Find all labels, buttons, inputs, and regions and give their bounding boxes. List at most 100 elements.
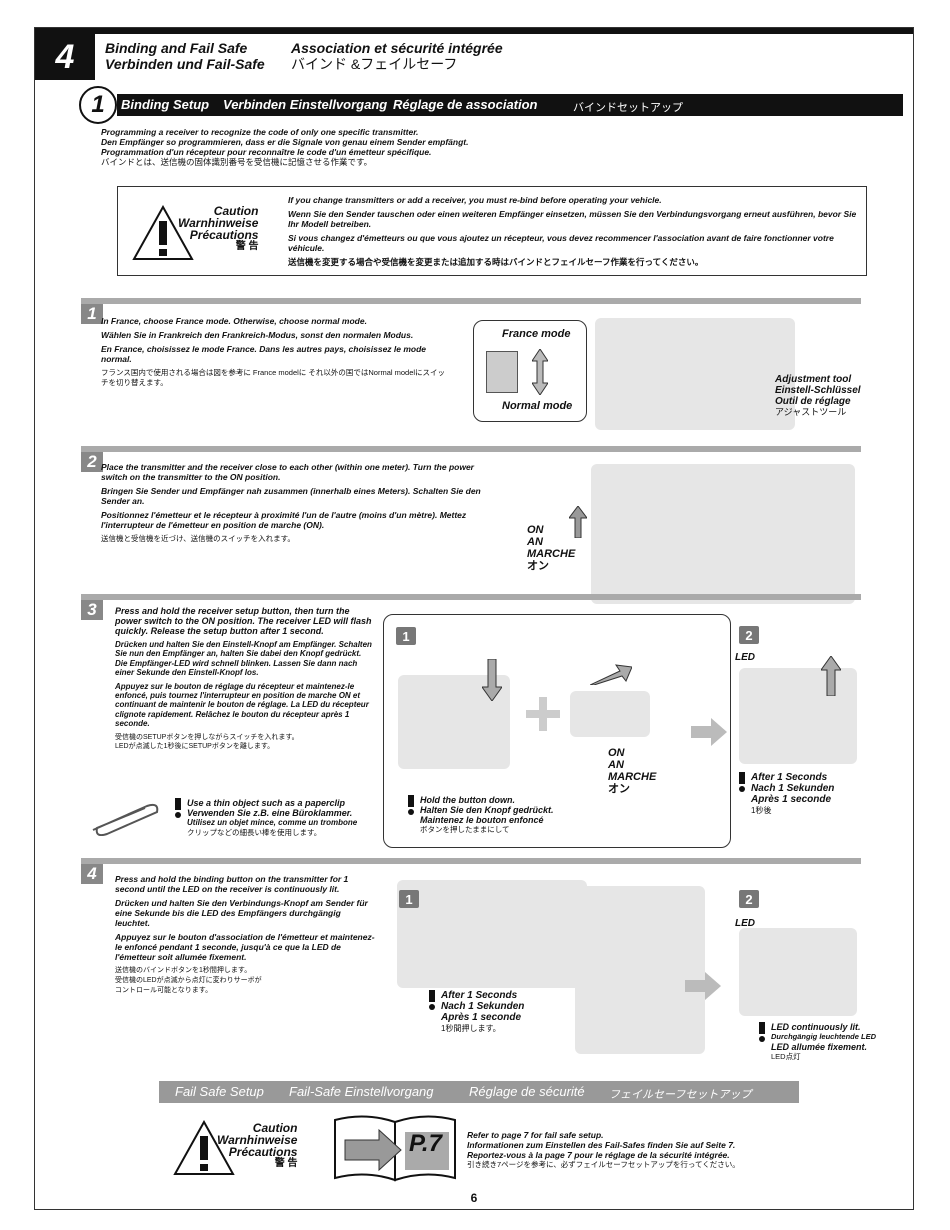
intro-en: Programming a receiver to recognize the … (101, 127, 419, 137)
fail-text-ja: 引き続き7ページを参考に、必ずフェイルセーフセットアップを行ってください。 (467, 1160, 740, 1169)
hold-note: Hold the button down. Halten Sie den Kno… (420, 795, 554, 835)
lit-ja: LED点灯 (771, 1052, 801, 1061)
fail-title-de: Fail-Safe Einstellvorgang (289, 1084, 434, 1099)
warning-triangle-icon-2 (173, 1120, 235, 1175)
fail-title-ja: フェイルセーフセットアップ (609, 1089, 752, 1101)
transmitter-front-image (575, 886, 705, 1054)
step4-badge-2: 2 (739, 890, 759, 908)
step2-en: Place the transmitter and the receiver c… (101, 462, 474, 482)
caution-fr: Précautions (189, 228, 259, 242)
step3-an: AN (608, 759, 624, 771)
caution-text-ja: 送信機を変更する場合や受信機を変更または追加する時はバインドとフェイルセーフ作業… (288, 257, 704, 267)
lit-de: Durchgängig leuchtende LED (771, 1032, 877, 1041)
mode-switch-graphic (486, 351, 518, 393)
hold-note-icon (408, 795, 414, 815)
lit-en: LED continuously lit. (771, 1022, 861, 1032)
switch-image (570, 691, 650, 737)
hold-de: Halten Sie den Knopf gedrückt. (420, 805, 554, 815)
title-en: Binding and Fail Safe (105, 40, 248, 56)
lit-note-icon (759, 1022, 765, 1042)
caution-text: If you change transmitters or add a rece… (288, 195, 858, 267)
step3-ja1: 受信機のSETUPボタンを押しながらスイッチを入れます。 (115, 733, 299, 741)
clip-fr: Utilisez un objet mince, comme un trombo… (187, 818, 358, 827)
fail-safe-text: Refer to page 7 for fail safe setup. Inf… (467, 1130, 887, 1170)
step4-after-icon (429, 990, 435, 1010)
step3-ja2: LEDが点滅した1秒後にSETUPボタンを離します。 (115, 743, 275, 751)
adjustment-tool-label: Adjustment tool Einstell-Schlüssel Outil… (775, 374, 861, 418)
clip-de: Verwenden Sie z.B. eine Büroklammer. (187, 808, 353, 818)
tool-en: Adjustment tool (775, 374, 852, 385)
clip-ja: クリップなどの細長い棒を使用します。 (187, 828, 322, 837)
lit-fr: LED allumée fixement. (771, 1042, 868, 1052)
step3-en: Press and hold the receiver setup button… (115, 606, 372, 636)
france-mode-label: France mode (502, 328, 571, 340)
warning-triangle-icon (132, 205, 194, 260)
step1-number: 1 (81, 304, 103, 324)
hold-fr: Maintenez le bouton enfoncé (420, 815, 544, 825)
step2-marche: MARCHE (527, 548, 576, 560)
receiver-lit-image (739, 928, 857, 1016)
hold-ja: ボタンを押したままにして (420, 825, 510, 834)
section-title-de: Verbinden Einstellvorgang (223, 97, 388, 112)
clip-note-icon (175, 798, 181, 818)
step3-led-label: LED (735, 652, 755, 663)
step3-number: 3 (81, 600, 103, 620)
step4-text: Press and hold the binding button on the… (115, 874, 377, 996)
diagonal-arrow-icon (590, 664, 632, 685)
step3-after-note: After 1 Seconds Nach 1 Sekunden Après 1 … (751, 772, 834, 816)
step2-on-ja: オン (527, 560, 549, 572)
tool-ja: アジャストツール (775, 407, 847, 417)
step1-en: In France, choose France mode. Otherwise… (101, 316, 367, 326)
title-de: Verbinden und Fail-Safe (105, 56, 265, 72)
step3-panel-1: 1 ON AN MARCHE オン Hold the button down. … (383, 614, 731, 848)
page-number: 6 (470, 1191, 478, 1205)
caution-ja: 警 告 (235, 241, 259, 252)
title-ja: バインド &フェイルセーフ (291, 56, 458, 72)
caution-text-en: If you change transmitters or add a rece… (288, 195, 662, 205)
step2-ja: 送信機と受信機を近づけ、送信機のスイッチを入れます。 (101, 534, 295, 543)
section-intro: Programming a receiver to recognize the … (101, 127, 468, 167)
section-title-fr: Réglage de association (393, 97, 538, 112)
caution-de: Warnhinweise (178, 216, 259, 230)
step2-text: Place the transmitter and the receiver c… (101, 462, 497, 548)
step3-on-ja: オン (608, 783, 630, 795)
step3-on-labels: ON AN MARCHE オン (608, 747, 656, 795)
receiver-led-image (739, 668, 857, 764)
release-up-arrow-icon (821, 656, 841, 696)
step3-text: Press and hold the receiver setup button… (115, 606, 373, 751)
caution-text-fr: Si vous changez d'émetteurs ou que vous … (288, 233, 834, 253)
plus-icon (526, 697, 560, 731)
intro-de: Den Empfänger so programmieren, dass er … (101, 137, 469, 147)
caution2-de: Warnhinweise (217, 1133, 298, 1147)
hold-en: Hold the button down. (420, 795, 515, 805)
intro-fr: Programmation d'un récepteur pour reconn… (101, 147, 432, 157)
caution2-fr: Précautions (228, 1145, 298, 1159)
step1-fr: En France, choisissez le mode France. Da… (101, 344, 427, 364)
step1-rule (81, 298, 861, 304)
step2-on-labels: ON AN MARCHE オン (527, 524, 575, 572)
step4-ja2: 受信機のLEDが点滅から点灯に変わりサーボが (115, 977, 262, 984)
binding-setup-bar: Binding Setup Verbinden Einstellvorgang … (117, 94, 903, 116)
step3-badge-2: 2 (739, 626, 759, 644)
step4-fr: Appuyez sur le bouton d'association de l… (115, 932, 375, 962)
next-arrow-icon (691, 718, 727, 746)
step4-after-fr: Après 1 seconde (441, 1012, 522, 1023)
step3-on: ON (608, 747, 625, 759)
step2-an: AN (527, 536, 543, 548)
led-lit-note: LED continuously lit. Durchgängig leucht… (771, 1022, 876, 1062)
step1-ja: フランス国内で使用される場合は図を参考に France modelに それ以外の… (101, 368, 446, 387)
transmitter-side-image (595, 318, 795, 430)
caution-en: Caution (213, 204, 259, 218)
title-fr: Association et sécurité intégrée (291, 40, 503, 56)
caution2-en: Caution (252, 1121, 298, 1135)
section-title-ja: バインドセットアップ (573, 102, 683, 114)
tool-fr: Outil de réglage (775, 396, 851, 407)
open-book-icon (334, 1115, 456, 1182)
chapter-number: 4 (35, 34, 95, 80)
step4-en: Press and hold the binding button on the… (115, 874, 349, 894)
step4-after-en: After 1 Seconds (441, 990, 518, 1001)
step3-de: Drücken und halten Sie den Einstell-Knop… (115, 640, 372, 678)
fail-text-fr: Reportez-vous à la page 7 pour le réglag… (467, 1150, 730, 1160)
clip-note: Use a thin object such as a paperclip Ve… (187, 798, 357, 838)
step4-ja1: 送信機のバインドボタンを1秒間押します。 (115, 967, 252, 974)
